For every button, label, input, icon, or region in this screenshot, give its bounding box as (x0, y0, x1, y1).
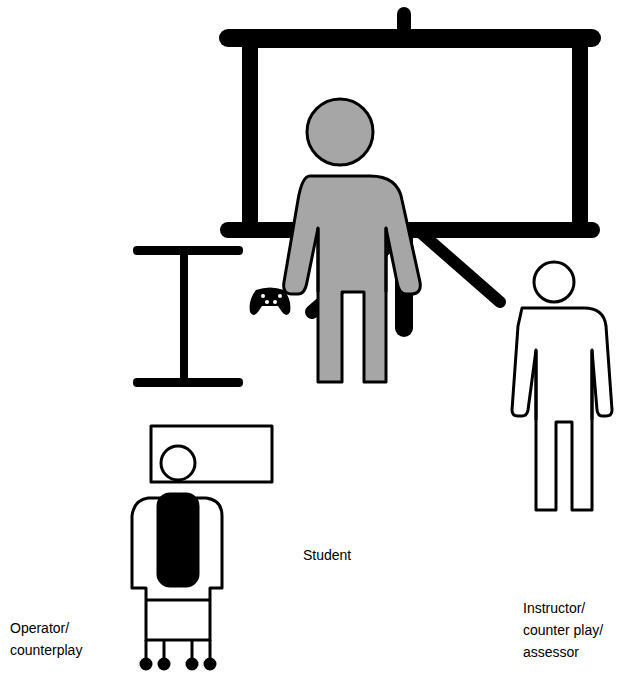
figure-label: Student (303, 544, 423, 566)
figure-label: Instructor/ counter play/ assessor (523, 597, 618, 663)
pedestal-table (133, 246, 243, 387)
operator-figure (132, 426, 272, 669)
student-figure (284, 99, 421, 382)
gamepad-icon (250, 288, 291, 316)
figure-label: Operator/ counterplay (10, 617, 105, 661)
instructor-figure (512, 262, 612, 510)
